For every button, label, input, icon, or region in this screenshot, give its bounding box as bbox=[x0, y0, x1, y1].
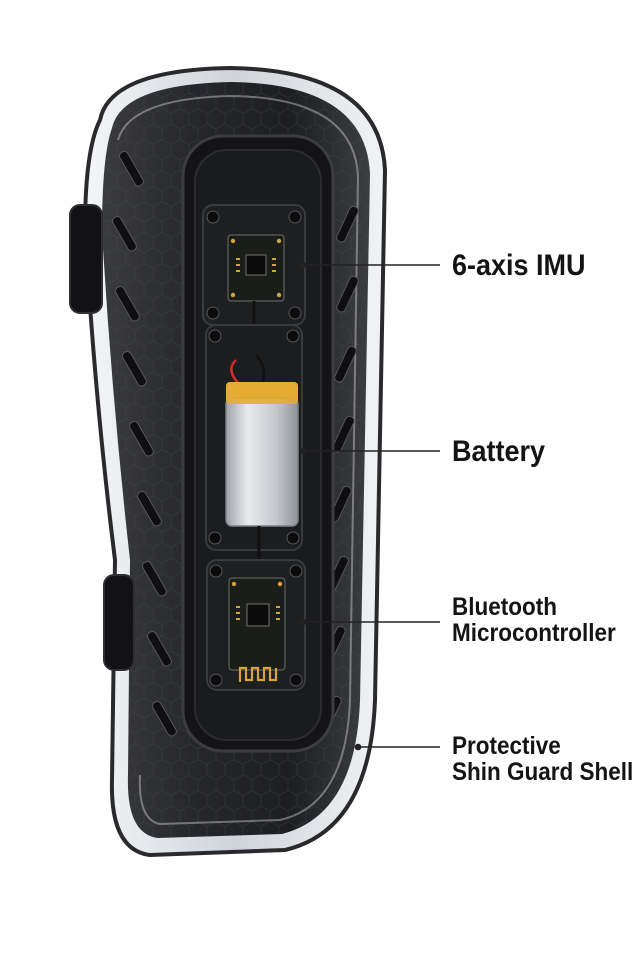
label-shell-line2: Shin Guard Shell bbox=[452, 758, 634, 787]
battery-cell bbox=[225, 382, 299, 527]
mcu-board bbox=[206, 526, 306, 691]
label-battery: Battery bbox=[452, 436, 545, 468]
label-imu: 6-axis IMU bbox=[452, 250, 586, 282]
callout-lines bbox=[299, 261, 440, 751]
strap-bottom bbox=[103, 574, 135, 671]
antenna-trace bbox=[238, 666, 278, 682]
strap-top bbox=[69, 204, 103, 314]
label-mcu-line2: Microcontroller bbox=[452, 619, 616, 648]
label-mcu: Bluetooth Microcontroller bbox=[452, 594, 616, 647]
label-shell-line1: Protective bbox=[452, 732, 561, 760]
label-mcu-line1: Bluetooth bbox=[452, 593, 557, 621]
imu-board bbox=[202, 204, 306, 335]
label-shell: Protective Shin Guard Shell bbox=[452, 733, 633, 786]
label-imu-text: 6-axis IMU bbox=[452, 249, 586, 282]
label-battery-text: Battery bbox=[452, 435, 546, 468]
